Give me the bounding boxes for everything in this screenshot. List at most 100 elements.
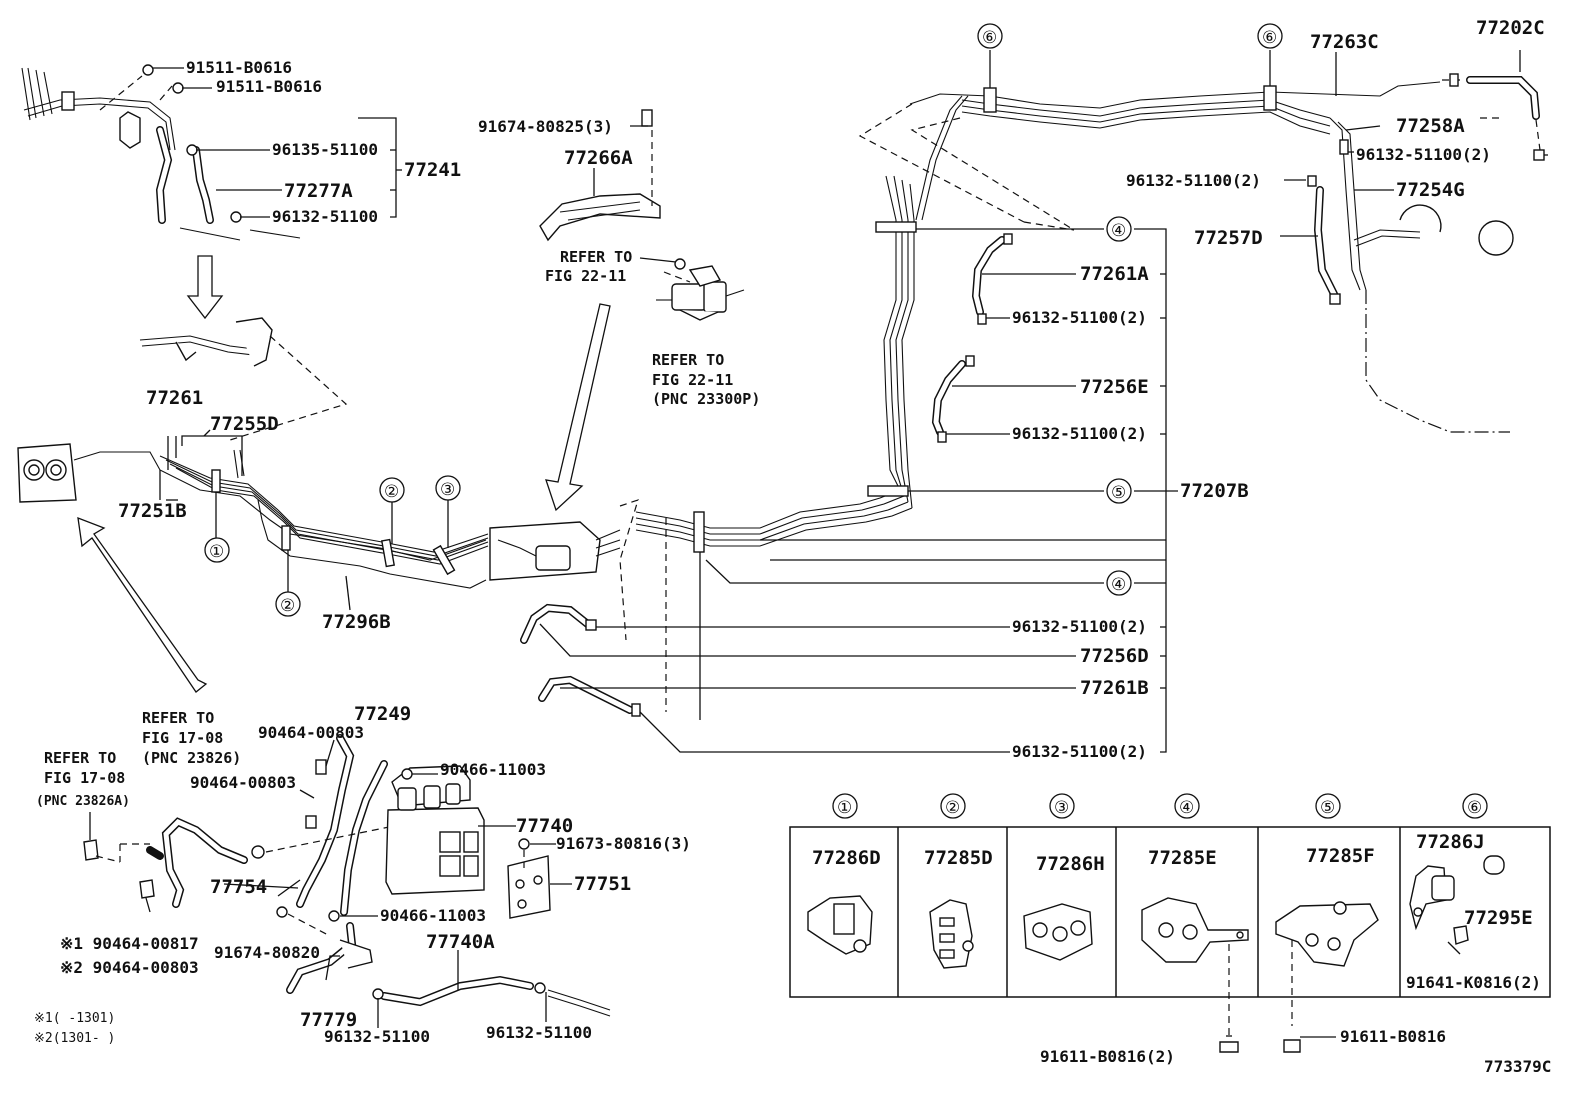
svg-text:②: ②: [384, 482, 399, 502]
part-label: 77754: [210, 876, 267, 898]
svg-text:77285D: 77285D: [924, 847, 993, 869]
part-label: 77251B: [118, 500, 187, 522]
reference-note: FIG 22-11: [545, 267, 626, 285]
clamp-legend-table: ① 77286D ② 77285D ③ 77286H: [789, 793, 1551, 1053]
clamp: [432, 544, 456, 576]
svg-text:③: ③: [440, 480, 455, 500]
svg-text:⑤: ⑤: [1320, 798, 1335, 818]
svg-text:77286H: 77286H: [1036, 853, 1105, 875]
reference-note: REFER TO: [652, 351, 724, 369]
reference-note: REFER TO: [142, 709, 214, 727]
callout-circle: ⑥: [1257, 23, 1283, 49]
reference-note: FIG 17-08: [142, 729, 223, 747]
part-label: 77256E: [1080, 376, 1149, 398]
reference-note: (PNC 23826A): [36, 794, 130, 809]
bolt-icon: [172, 82, 184, 94]
clip-icon: [186, 144, 198, 156]
callout-circle: ⑤: [1106, 478, 1132, 504]
part-label: 90466-11003: [380, 906, 486, 925]
pipe-detail: [139, 317, 348, 441]
svg-text:⑥: ⑥: [1262, 28, 1277, 48]
reference-note: REFER TO: [560, 248, 632, 266]
part-label: 77261A: [1080, 263, 1149, 285]
part-label: 77261B: [1080, 677, 1149, 699]
footnote: ※2(1301- ): [34, 1031, 115, 1046]
clamp: [693, 511, 705, 553]
up-arrow-icon: [77, 516, 208, 693]
legend-cell-6: ⑥ 77286J 77295E 91641-K0816(2): [1406, 793, 1541, 992]
down-arrow-icon: [545, 303, 611, 512]
footnote: ※2 90464-00803: [60, 958, 199, 977]
part-label: 96132-51100(2): [1126, 171, 1261, 190]
legend-cell-5: ⑤ 77285F: [1275, 793, 1379, 1053]
legend-cell-1: ① 77286D: [807, 793, 881, 955]
part-label: 77296B: [322, 611, 391, 633]
part-label: 91673-80816(3): [556, 834, 691, 853]
svg-text:④: ④: [1111, 575, 1126, 595]
part-label: 77249: [354, 703, 411, 725]
part-label: 96132-51100: [272, 207, 378, 226]
clamp: [867, 485, 909, 497]
bracket-clip: [61, 91, 75, 111]
part-label: 91611-B0816(2): [1040, 1047, 1175, 1066]
clamp: [281, 525, 291, 551]
svg-text:77286J: 77286J: [1416, 831, 1485, 853]
part-label: 91611-B0816: [1340, 1027, 1446, 1046]
part-label: 77277A: [284, 180, 353, 202]
svg-text:⑤: ⑤: [1111, 483, 1126, 503]
protector-77266A: [539, 109, 661, 242]
callout-circle: ④: [1106, 570, 1132, 596]
clamp: [380, 538, 396, 568]
part-label: 77740: [516, 815, 573, 837]
part-label: 96132-51100(2): [1012, 308, 1147, 327]
svg-text:④: ④: [1179, 798, 1194, 818]
svg-text:⑥: ⑥: [982, 28, 997, 48]
part-label: 91674-80825(3): [478, 117, 613, 136]
callout-circle: ②: [379, 477, 405, 503]
part-label: 90466-11003: [440, 760, 546, 779]
svg-text:①: ①: [837, 798, 852, 818]
callout-circle: ①: [204, 537, 230, 563]
part-label: 77257D: [1194, 227, 1263, 249]
svg-text:77285F: 77285F: [1306, 845, 1375, 867]
svg-text:①: ①: [209, 542, 224, 562]
part-label: 77255D: [210, 413, 279, 435]
part-label: 91511-B0616: [216, 77, 322, 96]
svg-text:77285E: 77285E: [1148, 847, 1217, 869]
clamp: [875, 221, 917, 233]
part-label: 96135-51100: [272, 140, 378, 159]
svg-text:91641-K0816(2): 91641-K0816(2): [1406, 973, 1541, 992]
legend-cell-4: ④ 77285E: [1141, 793, 1249, 1053]
callout-circle: ②: [275, 591, 301, 617]
footnote: ※1( -1301): [34, 1011, 115, 1026]
svg-text:⑥: ⑥: [1467, 798, 1482, 818]
hose-assembly-77241: [21, 64, 402, 241]
part-label: 96132-51100: [486, 1023, 592, 1042]
part-label: 77266A: [564, 147, 633, 169]
reference-note: (PNC 23826): [142, 749, 241, 767]
bolt-icon: [142, 64, 154, 76]
part-label: 96132-51100(2): [1012, 424, 1147, 443]
part-label: 96132-51100(2): [1356, 145, 1491, 164]
part-label: 77261: [146, 387, 203, 409]
part-label: 77779: [300, 1009, 357, 1031]
footnote: ※1 90464-00817: [60, 934, 199, 953]
part-label: 77254G: [1396, 179, 1465, 201]
part-label: 77751: [574, 873, 631, 895]
part-label: 96132-51100: [324, 1027, 430, 1046]
part-label: 77263C: [1310, 31, 1379, 53]
callout-circle: ④: [1106, 216, 1132, 242]
part-label: 90464-00803: [258, 723, 364, 742]
part-label: 90464-00803: [190, 773, 296, 792]
bracket: [119, 111, 141, 149]
clip-icon: [674, 258, 686, 270]
part-label: 77258A: [1396, 115, 1465, 137]
part-label: 77207B: [1180, 480, 1249, 502]
svg-text:77286D: 77286D: [812, 847, 881, 869]
main-fuel-tube-run: [17, 50, 1548, 753]
reference-note: (PNC 23300P): [652, 390, 760, 408]
reference-note: REFER TO: [44, 749, 116, 767]
callout-circle: ③: [435, 475, 461, 501]
reference-note: FIG 22-11: [652, 371, 733, 389]
clip-icon: [230, 211, 242, 223]
